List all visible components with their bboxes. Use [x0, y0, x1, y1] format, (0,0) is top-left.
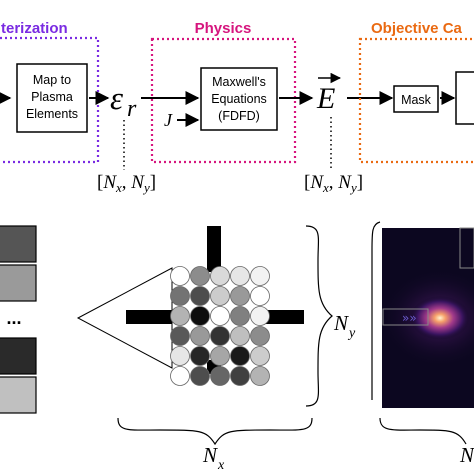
field-left-guide-outline: [382, 308, 429, 326]
plasma-element: [170, 286, 190, 306]
field-source-arrows: »»: [402, 311, 417, 325]
plasma-element: [190, 266, 210, 286]
plasma-element: [230, 366, 250, 386]
plasma-element: [230, 286, 250, 306]
waveguide-top: [207, 226, 221, 272]
plasma-element: [170, 366, 190, 386]
maxwell-fdfd-box: Maxwell's Equations (FDFD): [200, 67, 278, 131]
nx-label: N x: [202, 443, 225, 473]
svg-text:N: N: [202, 443, 218, 467]
maxwell-box-line-3: (FDFD): [218, 109, 260, 123]
plasma-element: [230, 346, 250, 366]
material-swatch: [0, 376, 37, 414]
plasma-element: [210, 366, 230, 386]
plasma-element: [230, 266, 250, 286]
plasma-element: [210, 286, 230, 306]
plasma-element: [190, 366, 210, 386]
plasma-device: [126, 226, 304, 386]
plasma-element: [170, 266, 190, 286]
plasma-element: [210, 266, 230, 286]
map-box-line-3: Elements: [26, 107, 78, 121]
plasma-element: [190, 286, 210, 306]
physics-title: Physics: [195, 20, 252, 37]
svg-text:J: J: [164, 110, 173, 130]
plasma-element: [170, 326, 190, 346]
plasma-element-grid: [170, 266, 270, 386]
plasma-element: [210, 346, 230, 366]
svg-text:E: E: [316, 82, 335, 115]
svg-text:ε: ε: [110, 81, 123, 117]
svg-text:y: y: [347, 326, 356, 341]
map-box-line-1: Map to: [33, 73, 71, 87]
nx-brace: [117, 417, 313, 446]
material-swatch: [0, 337, 37, 375]
plasma-element: [250, 286, 270, 306]
parameterization-title: terization: [1, 20, 68, 37]
map-box-line-2: Plasma: [31, 90, 73, 104]
svg-text:x: x: [217, 458, 225, 473]
plasma-element: [250, 366, 270, 386]
plasma-element: [250, 346, 270, 366]
bottom-right-n-label: N: [459, 443, 474, 467]
material-swatch: [0, 264, 37, 302]
ny-brace: [305, 225, 333, 407]
plasma-element: [190, 346, 210, 366]
plasma-element: [230, 326, 250, 346]
e-grid-dims: [Nx, Ny]: [304, 172, 363, 195]
svg-text:[Nx, Ny]: [Nx, Ny]: [304, 172, 363, 195]
plasma-element: [250, 266, 270, 286]
bottom-right-brace: [379, 417, 467, 445]
plasma-element: [190, 326, 210, 346]
plasma-element: [190, 306, 210, 326]
plasma-element: [170, 346, 190, 366]
objective-section-border: [358, 37, 474, 164]
plasma-element: [170, 306, 190, 326]
maxwell-box-line-2: Equations: [211, 92, 267, 106]
svg-text:r: r: [127, 96, 137, 122]
maxwell-box-line-1: Maxwell's: [212, 75, 266, 89]
map-to-plasma-box: Map to Plasma Elements: [16, 63, 88, 133]
svg-text:[Nx, Ny]: [Nx, Ny]: [97, 172, 156, 195]
mask-box: Mask: [393, 85, 439, 113]
epsilon-grid-dims: [Nx, Ny]: [97, 172, 156, 195]
e-field-symbol: E: [316, 72, 342, 115]
physics-section-border: [150, 37, 297, 164]
svg-text:Mask: Mask: [401, 93, 432, 107]
epsilon-r-symbol: ε r: [110, 81, 137, 122]
source-j-symbol: J: [164, 110, 173, 130]
field-intensity-image: »»: [380, 227, 474, 408]
material-swatch-column: [0, 225, 37, 414]
field-image-bracket: [371, 221, 381, 400]
plasma-element: [230, 306, 250, 326]
objective-title: Objective Ca: [371, 20, 463, 37]
plasma-element: [210, 326, 230, 346]
ny-label: N y: [333, 311, 356, 341]
swatch-ellipsis: ...: [6, 308, 21, 328]
plasma-element: [250, 326, 270, 346]
waveguide-left: [126, 310, 172, 324]
cropped-next-box: [455, 71, 474, 125]
plasma-element: [250, 306, 270, 326]
plasma-element: [210, 306, 230, 326]
material-swatch: [0, 225, 37, 263]
field-top-guide-outline: [459, 227, 474, 269]
svg-text:N: N: [333, 311, 349, 335]
